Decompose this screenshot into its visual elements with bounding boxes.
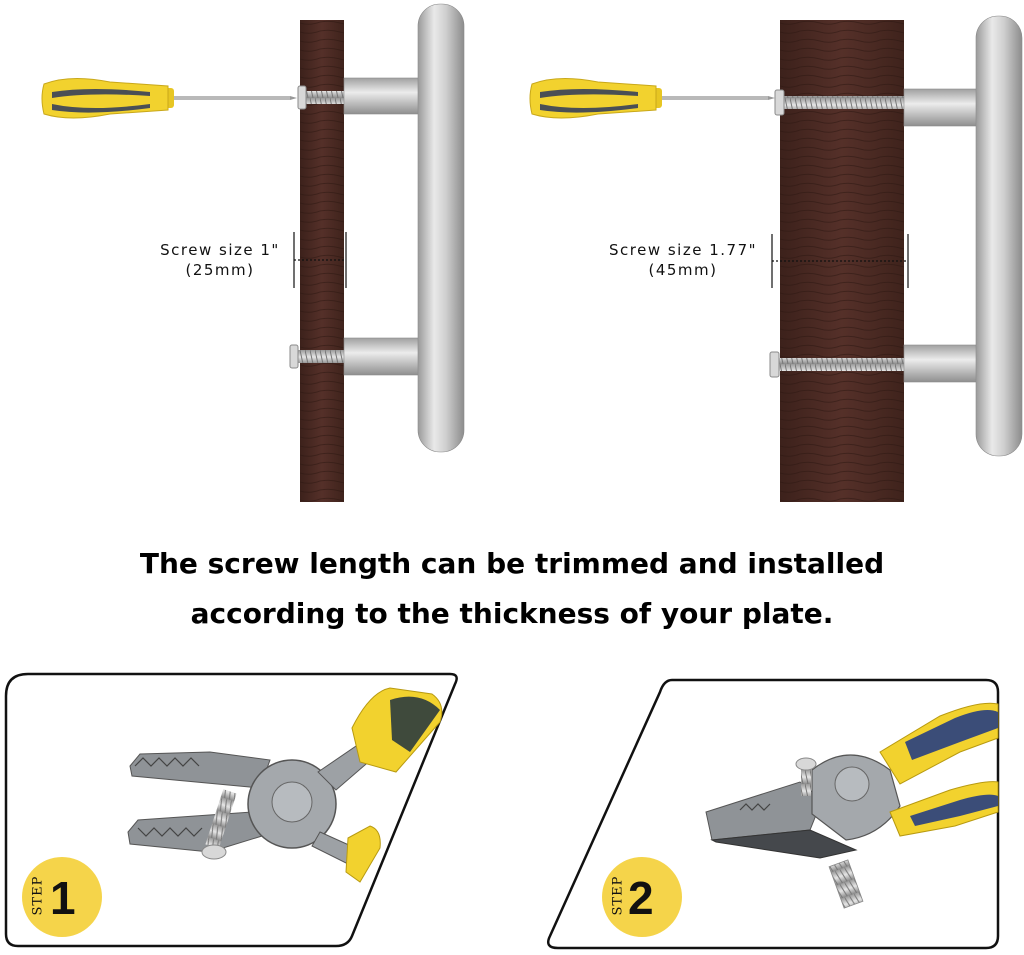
step-2-word: STEP: [610, 875, 626, 916]
left-install-diagram: [41, 3, 465, 502]
screwdriver-icon: [529, 77, 775, 119]
step-2-badge: [602, 857, 682, 937]
step-2-panel: [547, 678, 1000, 950]
top-screw: [297, 85, 348, 110]
pliers-icon: [705, 702, 999, 859]
handle-bar: [417, 3, 465, 453]
trimmed-screw-piece: [828, 859, 864, 909]
top-screw: [774, 89, 906, 116]
right-screw-size: Screw size 1.77": [608, 241, 758, 259]
top-standoff: [903, 88, 987, 127]
caption-line-1: The screw length can be trimmed and inst…: [139, 547, 885, 580]
step-1-number: 1: [50, 872, 76, 924]
handle-bar: [975, 15, 1023, 457]
pliers-icon: [127, 687, 443, 883]
step-1-badge: [22, 857, 102, 937]
dimension-marker-left: [293, 232, 347, 288]
caption-line-2: according to the thickness of your plate…: [190, 597, 834, 630]
step-2-number: 2: [628, 872, 654, 924]
left-screw-size: Screw size 1": [160, 241, 280, 259]
bottom-screw: [289, 344, 344, 369]
bottom-screw: [769, 351, 904, 378]
left-screw-metric: (25mm): [185, 261, 255, 279]
step-1-word: STEP: [30, 875, 46, 916]
bottom-standoff: [903, 344, 987, 383]
screwdriver-icon: [41, 77, 297, 119]
bottom-standoff: [343, 337, 429, 376]
right-dimension-label: Screw size 1.77" (45mm): [598, 240, 768, 280]
step-1-panel: [4, 672, 458, 948]
right-screw-metric: (45mm): [648, 261, 718, 279]
left-dimension-label: Screw size 1" (25mm): [150, 240, 290, 280]
right-install-diagram: [529, 15, 1023, 502]
top-standoff: [343, 77, 429, 115]
dimension-marker-right: [771, 234, 909, 288]
